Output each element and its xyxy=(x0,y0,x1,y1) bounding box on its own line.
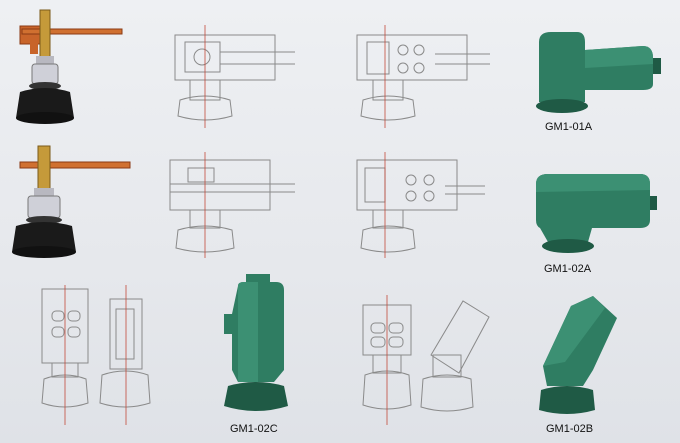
gm1-02a-photo xyxy=(536,174,657,253)
drawing-02c xyxy=(41,285,151,425)
caption-gm1-01a: GM1-01A xyxy=(545,121,593,133)
drawing-02b xyxy=(362,295,490,425)
caption-gm1-02c: GM1-02C xyxy=(230,423,278,435)
drawing-02a-side xyxy=(356,152,485,258)
drawing-02a-front xyxy=(169,152,295,258)
drawing-01a-side xyxy=(356,25,490,128)
gm1-02c-photo xyxy=(224,274,288,411)
bushing-photo-01 xyxy=(16,9,123,124)
caption-gm1-02b: GM1-02B xyxy=(546,423,594,435)
gm1-02b-photo xyxy=(539,296,617,414)
gm1-01a-photo xyxy=(536,32,661,113)
drawing-01a-front xyxy=(174,25,295,128)
bushing-photo-02 xyxy=(12,145,131,258)
caption-gm1-02a: GM1-02A xyxy=(544,263,592,275)
